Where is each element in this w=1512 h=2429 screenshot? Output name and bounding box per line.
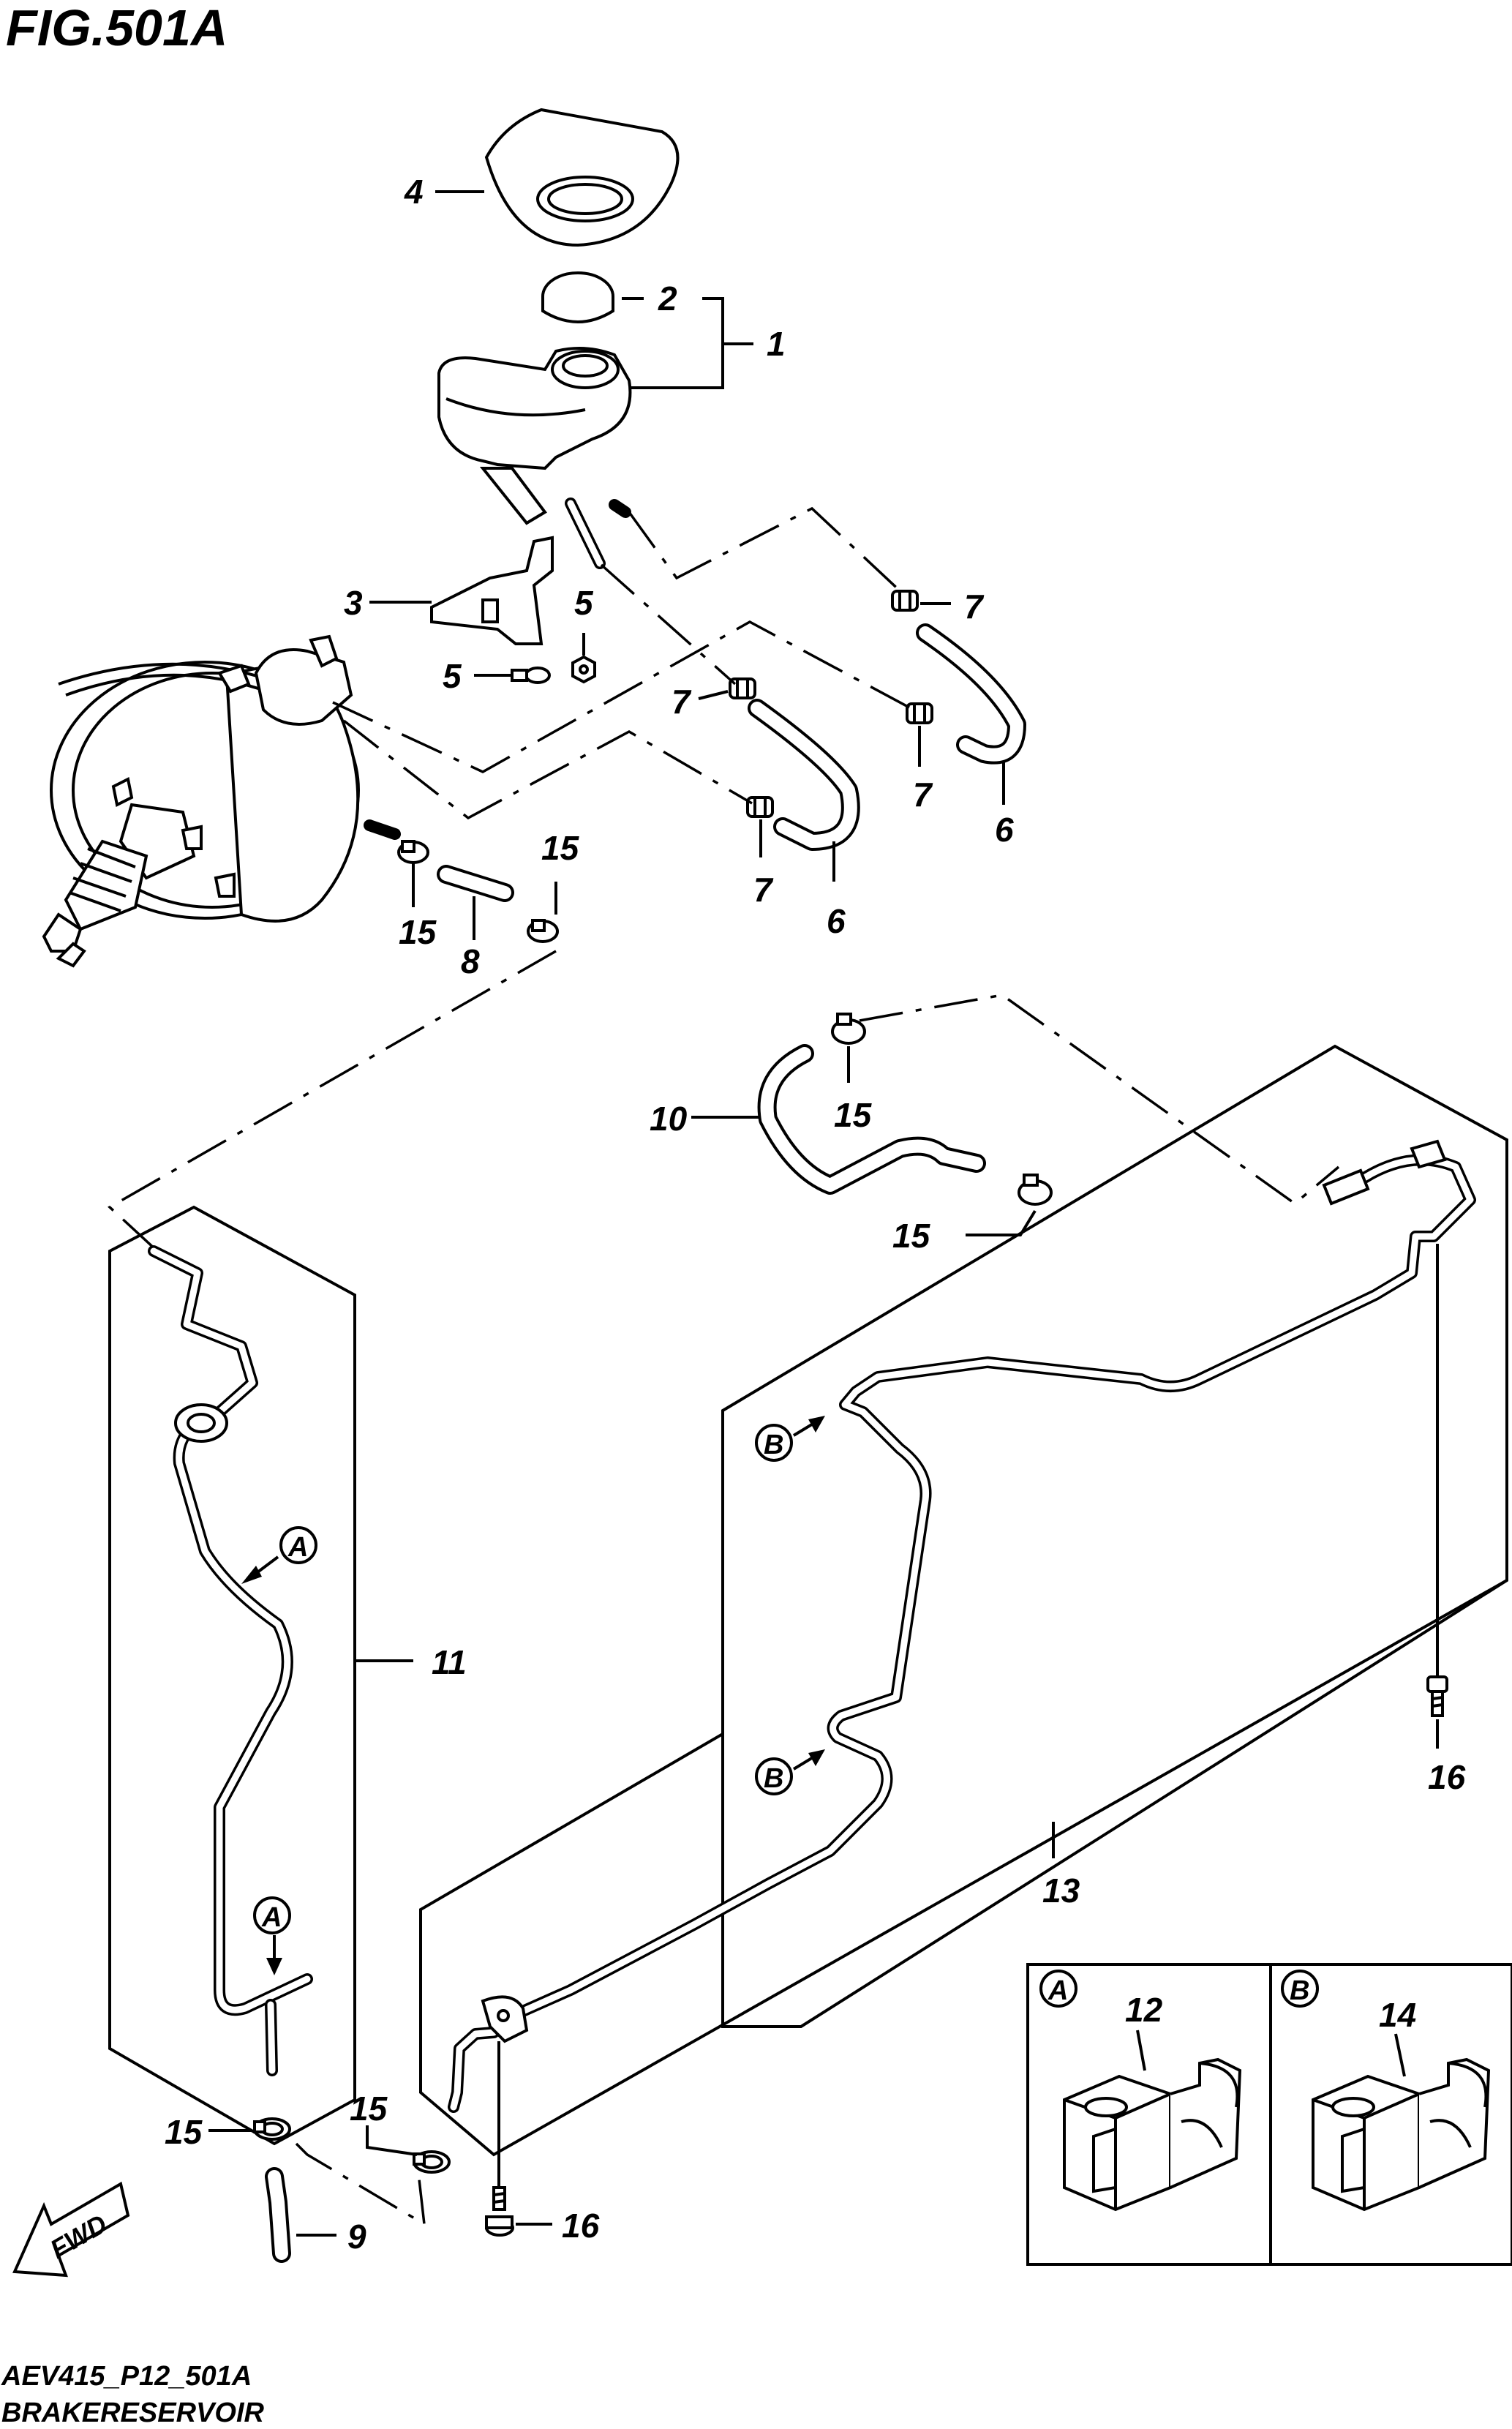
clip-14-icon (1312, 2057, 1491, 2212)
callout-16-lower: 16 (562, 2207, 600, 2245)
route-hose8-pipe11 (108, 950, 557, 1253)
inset-a-part: 12 (1125, 1991, 1163, 2029)
callout-7b: 7 (913, 776, 933, 814)
callout-4: 4 (404, 173, 424, 211)
clamp-15e (253, 2117, 291, 2141)
callout-16-upper: 16 (1428, 1758, 1466, 1796)
marker-a-lower: A (253, 1896, 291, 1975)
callout-5b: 5 (443, 657, 462, 695)
svg-text:A: A (261, 1902, 282, 1933)
pipe-11-grommet (174, 1403, 228, 1443)
bolt-5b (511, 667, 551, 684)
pipe-13-end-fitting (1322, 1139, 1447, 1206)
callout-13: 13 (1042, 1872, 1080, 1910)
callout-7a: 7 (964, 587, 985, 626)
clamp-15b (527, 919, 559, 943)
callout-11: 11 (432, 1643, 467, 1681)
callout-7d: 7 (753, 871, 774, 909)
callout-10: 10 (650, 1100, 688, 1138)
clamp-15d (1018, 1174, 1053, 1206)
reservoir-bracket (430, 536, 554, 645)
callout-15b: 15 (541, 829, 580, 867)
callout-6-upper: 6 (995, 811, 1014, 849)
panel-13 (721, 1044, 1508, 2028)
route-booster-hose6-upper (332, 620, 911, 773)
clamp-7a (891, 590, 919, 612)
clip-12-icon (1063, 2057, 1242, 2212)
bolt-16-lower (485, 2186, 514, 2237)
inset-b-part: 14 (1379, 1996, 1416, 2034)
route-hose10-pipe13 (859, 994, 1340, 1206)
panel-11 (108, 1205, 356, 2146)
clamp-15f (413, 2150, 451, 2174)
callout-15a: 15 (399, 913, 437, 951)
callout-2: 2 (658, 279, 677, 318)
svg-text:A: A (287, 1532, 308, 1563)
brake-reservoir (437, 347, 632, 525)
svg-text:B: B (764, 1763, 783, 1794)
inset-box-b: B 14 (1269, 1963, 1512, 2266)
clamp-7b (906, 702, 933, 724)
leader-15f (366, 2125, 418, 2156)
inset-a-marker: A (1048, 1975, 1068, 2006)
clamp-7c (729, 677, 756, 699)
route-reservoir-hose6-upper (628, 506, 905, 596)
inset-box-a: A 12 (1026, 1963, 1272, 2266)
route-reservoir-hose6-lower (600, 563, 737, 686)
reservoir-outlet-2 (609, 499, 631, 518)
clamp-15a (397, 840, 429, 864)
leader-7c (698, 690, 729, 700)
reservoir-cap (541, 271, 614, 323)
brake-booster (42, 634, 360, 968)
marker-b-lower: B (755, 1749, 825, 1795)
inset-b-marker: B (1290, 1975, 1309, 2006)
figure-code: AEV415_P12_501A (1, 2361, 252, 2392)
marker-b-upper: B (755, 1416, 825, 1462)
booster-valve (364, 819, 401, 840)
callout-6-lower: 6 (827, 902, 846, 940)
figure-title: FIG.501A (6, 0, 227, 56)
route-booster-hose6-lower (342, 719, 753, 820)
callout-8: 8 (461, 942, 480, 980)
callout-15e: 15 (165, 2113, 203, 2151)
callout-3: 3 (344, 584, 363, 622)
pipe-13-bracket (481, 1995, 529, 2043)
route-hose9 (295, 2142, 426, 2227)
callout-15f: 15 (350, 2090, 388, 2128)
marker-a-upper: A (241, 1526, 317, 1584)
callout-7c: 7 (672, 683, 692, 721)
clamp-15c (831, 1013, 866, 1045)
reservoir-cover (484, 108, 680, 247)
svg-text:B: B (764, 1430, 783, 1460)
clamp-7d (746, 796, 774, 818)
figure-caption: BRAKERESERVOIR (1, 2398, 264, 2428)
callout-15d: 15 (892, 1217, 931, 1255)
callout-5a: 5 (574, 584, 594, 622)
fwd-arrow-icon: FWD (12, 2181, 130, 2278)
callout-9: 9 (347, 2218, 366, 2256)
callout-1: 1 (767, 325, 786, 363)
callout-15c: 15 (834, 1096, 873, 1134)
nut-5a (571, 655, 596, 684)
bolt-16-upper (1426, 1675, 1448, 1717)
